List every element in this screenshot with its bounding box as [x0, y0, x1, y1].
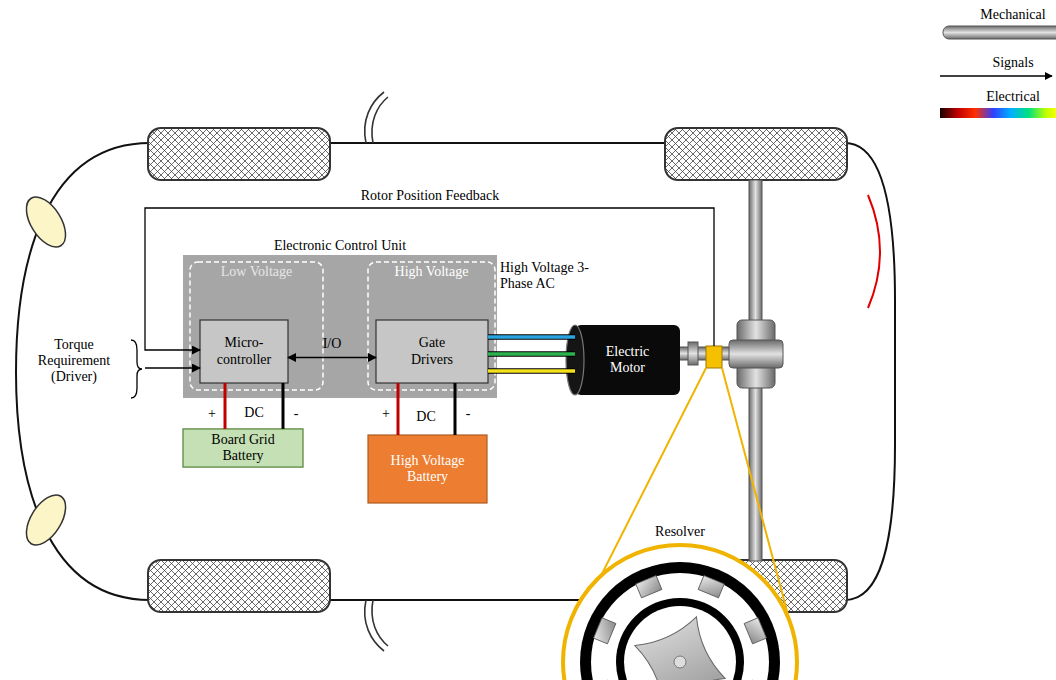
box-outline	[376, 320, 488, 383]
wire	[488, 352, 575, 356]
legend-electrical-sample	[940, 108, 1056, 118]
dc-wires	[398, 383, 455, 435]
signal-arrow	[145, 367, 200, 368]
wire	[488, 334, 575, 340]
low-voltage-region: Low VoltageMicro-controller	[190, 262, 323, 390]
node-text: Board Grid Battery	[191, 432, 295, 464]
signal-connector	[145, 208, 714, 350]
battery-box: High Voltage Battery	[368, 435, 487, 503]
wire	[488, 368, 575, 374]
box-outline	[200, 320, 288, 383]
three-phase-wires	[488, 337, 575, 371]
resolver-callout	[563, 545, 797, 680]
motor-cylinder: Electric Motor	[575, 325, 680, 395]
rotor-hole	[674, 656, 686, 668]
signal-connector	[288, 357, 376, 358]
input-label: Torque Requirement (Driver)	[20, 337, 128, 385]
dc-wires	[225, 383, 283, 429]
node-heading: Resolver	[655, 524, 705, 540]
battery-box-shape	[183, 429, 303, 467]
legend-text: Electrical	[986, 89, 1040, 105]
wire	[288, 357, 376, 358]
box-outline	[183, 429, 303, 467]
wire	[454, 383, 457, 435]
control-unit-box: Electronic Control UnitLow VoltageMicro-…	[183, 255, 497, 398]
legend-signal-sample	[940, 75, 1052, 76]
resolver-stator	[591, 573, 769, 680]
headlight	[18, 190, 73, 253]
side-mirror	[365, 92, 388, 143]
dashed-region	[368, 262, 495, 390]
node-heading: Electronic Control Unit	[274, 238, 406, 254]
process-box-shape	[376, 320, 488, 383]
differential	[729, 340, 783, 368]
car-body	[16, 143, 895, 600]
resolver-inner-ring	[616, 598, 744, 680]
wire	[145, 208, 714, 350]
process-box: Gate Drivers	[376, 320, 488, 383]
wheel	[148, 128, 330, 180]
low-voltage-region-shape	[190, 262, 323, 390]
legend-text: Mechanical	[980, 7, 1045, 23]
shaft-coupling	[688, 342, 698, 365]
polarity-sign: +	[208, 406, 216, 422]
wire	[488, 335, 575, 339]
legend-text: Signals	[992, 55, 1033, 71]
connector-label: DC	[244, 405, 263, 421]
node-text: Gate Drivers	[401, 335, 463, 367]
node-text: Electric Motor	[593, 344, 663, 376]
wire	[488, 369, 575, 373]
control-unit-box-shape	[183, 255, 497, 398]
connector-label: Rotor Position Feedback	[361, 188, 499, 204]
stator-teeth	[594, 576, 767, 680]
resolver-rotor	[618, 600, 741, 680]
node-heading: Low Voltage	[221, 264, 292, 280]
connector-label: I/O	[323, 336, 342, 352]
process-box: Micro-controller	[200, 320, 288, 383]
node-text: High Voltage Battery	[378, 453, 478, 485]
box-outline	[183, 255, 497, 398]
wire	[397, 383, 400, 435]
box-outline	[368, 435, 487, 503]
wire	[224, 383, 227, 429]
polarity-sign: +	[382, 406, 390, 422]
motor-cylinder-shape	[566, 325, 680, 395]
wheel	[665, 128, 847, 180]
tail-light	[868, 195, 880, 308]
legend-mechanical-sample	[943, 26, 1056, 39]
battery-box-shape	[368, 435, 487, 503]
resolver-callout: Resolver	[563, 522, 797, 680]
torque-bracket	[131, 340, 142, 398]
polarity-sign: -	[466, 406, 471, 422]
high-voltage-region-shape	[368, 262, 495, 390]
connector-label: DC	[416, 409, 435, 425]
polarity-sign: -	[294, 406, 299, 422]
battery-box: Board Grid Battery	[183, 429, 303, 467]
motor-body	[575, 325, 680, 395]
process-box-shape	[200, 320, 288, 383]
resolver-part	[706, 346, 722, 368]
node-text: Micro-controller	[206, 335, 282, 367]
resolver-stator-ring	[580, 562, 780, 680]
dashed-region	[190, 262, 323, 390]
connector-label: High Voltage 3-Phase AC	[500, 260, 600, 292]
headlight	[18, 488, 73, 551]
high-voltage-region: High VoltageGate Drivers	[368, 262, 495, 390]
node-heading: High Voltage	[395, 264, 469, 280]
wire	[282, 383, 285, 429]
wire	[488, 351, 575, 357]
wheel	[148, 560, 330, 612]
side-mirror	[365, 600, 388, 651]
